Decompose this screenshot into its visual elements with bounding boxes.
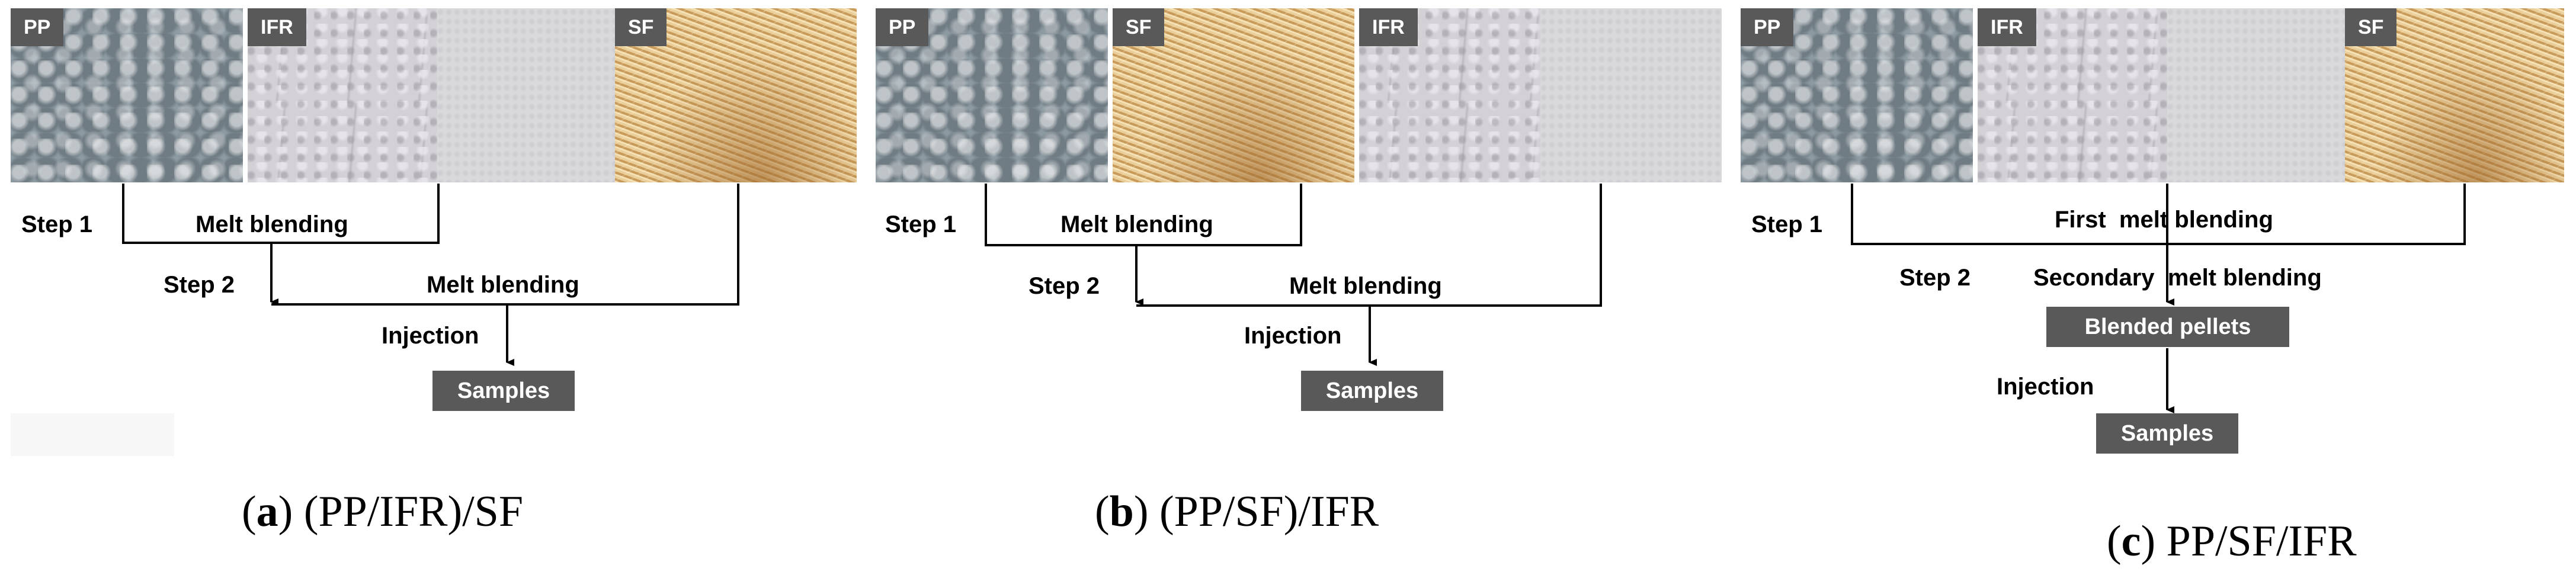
sf-tag: SF bbox=[2345, 8, 2397, 46]
secondary-melt-blending: Secondary melt blending bbox=[2033, 265, 2322, 291]
pp-tag: PP bbox=[1741, 8, 1794, 46]
sf-photo: SF bbox=[2345, 8, 2564, 182]
panel-b: PP SF IFR Step 1 Melt blending Step 2 Me… bbox=[865, 0, 1730, 575]
samples-box: Samples bbox=[2096, 413, 2238, 454]
injection-label: Injection bbox=[382, 323, 479, 349]
caption-letter: b bbox=[1109, 487, 1134, 536]
caption-c: (c) PP/SF/IFR bbox=[2107, 517, 2357, 566]
step1-label: Step 1 bbox=[885, 211, 957, 237]
melt-blending-1: Melt blending bbox=[1060, 211, 1213, 237]
blank-strip bbox=[11, 413, 174, 456]
injection-label: Injection bbox=[1244, 323, 1342, 349]
pp-photo: PP bbox=[1741, 8, 1973, 182]
ifr-photo-extension bbox=[1540, 8, 1722, 182]
pp-photo: PP bbox=[876, 8, 1108, 182]
samples-box: Samples bbox=[1301, 371, 1443, 411]
first-melt-blending: First melt blending bbox=[2055, 207, 2273, 233]
ifr-photo-extension bbox=[437, 8, 615, 182]
pp-tag: PP bbox=[11, 8, 64, 46]
panel-c: PP IFR SF Step 1 First melt blending Ste… bbox=[1730, 0, 2576, 575]
blended-pellets-box: Blended pellets bbox=[2046, 307, 2289, 347]
melt-blending-1: Melt blending bbox=[196, 211, 348, 237]
injection-label: Injection bbox=[1997, 374, 2094, 400]
melt-blending-2: Melt blending bbox=[1289, 273, 1442, 299]
connector-ifr bbox=[1136, 184, 1602, 307]
connector-sf bbox=[271, 184, 739, 306]
sf-tag: SF bbox=[1113, 8, 1165, 46]
caption-b: (b) (PP/SF)/IFR bbox=[1095, 487, 1379, 536]
pp-photo: PP bbox=[11, 8, 243, 182]
step1-label: Step 1 bbox=[21, 211, 93, 237]
ifr-photo-extension bbox=[2167, 8, 2345, 182]
ifr-tag: IFR bbox=[1978, 8, 2036, 46]
caption-letter: c bbox=[2121, 517, 2141, 566]
flow-lines-a bbox=[122, 184, 739, 366]
caption-a: (a) (PP/IFR)/SF bbox=[242, 487, 523, 536]
connector-step1 bbox=[985, 184, 1302, 246]
step2-label: Step 2 bbox=[1899, 265, 1971, 291]
caption-text: (PP/SF)/IFR bbox=[1159, 487, 1379, 536]
panel-a: PP IFR SF Step 1 Melt blending Step 2 Me… bbox=[0, 0, 865, 575]
ifr-photo: IFR bbox=[1978, 8, 2167, 182]
connector-pp-sf bbox=[1851, 184, 2466, 245]
ifr-photo: IFR bbox=[248, 8, 437, 182]
caption-text: PP/SF/IFR bbox=[2166, 517, 2357, 566]
caption-text: (PP/IFR)/SF bbox=[303, 487, 523, 536]
sf-photo: SF bbox=[1113, 8, 1354, 182]
ifr-tag: IFR bbox=[1359, 8, 1418, 46]
ifr-tag: IFR bbox=[248, 8, 306, 46]
flow-lines-b bbox=[985, 184, 1602, 366]
ifr-photo: IFR bbox=[1359, 8, 1540, 182]
step1-label: Step 1 bbox=[1751, 211, 1823, 237]
sf-photo: SF bbox=[615, 8, 857, 182]
connector-step1 bbox=[122, 184, 440, 244]
sf-tag: SF bbox=[615, 8, 667, 46]
step2-label: Step 2 bbox=[164, 272, 235, 298]
flow-lines-c bbox=[1851, 184, 2466, 413]
caption-letter: a bbox=[256, 487, 278, 536]
step2-label: Step 2 bbox=[1029, 273, 1100, 299]
samples-box: Samples bbox=[432, 371, 575, 411]
pp-tag: PP bbox=[876, 8, 929, 46]
melt-blending-2: Melt blending bbox=[427, 272, 579, 298]
